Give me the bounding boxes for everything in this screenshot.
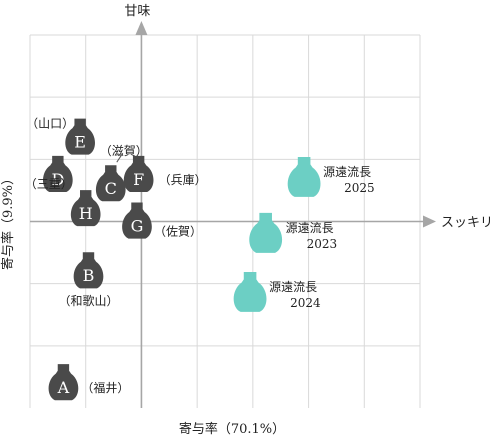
data-point: B （和歌山） xyxy=(58,252,119,308)
point-letter: E xyxy=(74,133,86,152)
bottle-icon xyxy=(48,364,79,401)
point-label: （佐賀） xyxy=(154,225,202,239)
point-letter: F xyxy=(133,170,144,189)
bottle-icon xyxy=(122,202,152,239)
point-label: （福井） xyxy=(81,380,129,395)
bottle-icon xyxy=(73,252,104,289)
point-letter: C xyxy=(105,179,117,198)
x-axis-title: 寄与率（70.1%） xyxy=(179,421,285,437)
bottle-highlight-icon xyxy=(249,212,283,253)
bottle-icon xyxy=(43,155,73,192)
bottle-icon xyxy=(65,118,95,155)
point-letter: A xyxy=(57,378,70,397)
point-letter: B xyxy=(83,266,95,285)
data-point: C （滋賀） xyxy=(95,144,148,202)
point-letter: H xyxy=(79,204,93,223)
point-label: （兵庫） xyxy=(159,173,207,187)
point-year: 2023 xyxy=(307,237,338,251)
bottle-icon xyxy=(95,165,126,202)
point-label: （山口） xyxy=(26,117,74,131)
data-point: 源遠流長 2025 xyxy=(287,156,375,197)
point-label: 源遠流長 xyxy=(286,221,334,235)
bottle-icon xyxy=(70,190,101,227)
data-point: 源遠流長 2024 xyxy=(233,271,321,312)
point-letter: G xyxy=(131,217,144,236)
bottle-highlight-icon xyxy=(233,271,267,312)
point-label: 源遠流長 xyxy=(323,165,371,179)
data-point: D xyxy=(43,155,73,192)
point-label: （三重） xyxy=(25,177,73,191)
data-point: H （三重） xyxy=(25,177,101,227)
bottle-icon xyxy=(123,155,154,192)
data-point: E（山口） xyxy=(26,117,95,155)
data-point: A （福井） xyxy=(48,364,129,401)
x-axis-arrow xyxy=(423,215,436,228)
point-year: 2024 xyxy=(290,296,321,310)
point-year: 2025 xyxy=(344,181,375,195)
point-label: （和歌山） xyxy=(58,293,118,308)
label-leader-line xyxy=(116,152,124,163)
data-point: 源遠流長 2023 xyxy=(249,212,338,253)
bottle-highlight-icon xyxy=(287,156,321,197)
data-point: G （佐賀） xyxy=(122,202,202,239)
point-label: （滋賀） xyxy=(100,144,148,158)
y-axis-end-label: 甘味 xyxy=(124,4,150,19)
point-letter: D xyxy=(51,170,64,189)
point-label: 源遠流長 xyxy=(269,280,317,294)
data-points: A（福井）B（和歌山）C（滋賀）DE（山口）F（兵庫）G（佐賀）H（三重）源遠流… xyxy=(25,117,375,401)
x-axis-end-label: スッキリ xyxy=(441,216,490,231)
data-point: F （兵庫） xyxy=(123,155,207,192)
y-axis-arrow xyxy=(135,21,148,35)
y-axis-title: 寄与率（9.9%） xyxy=(0,172,16,270)
